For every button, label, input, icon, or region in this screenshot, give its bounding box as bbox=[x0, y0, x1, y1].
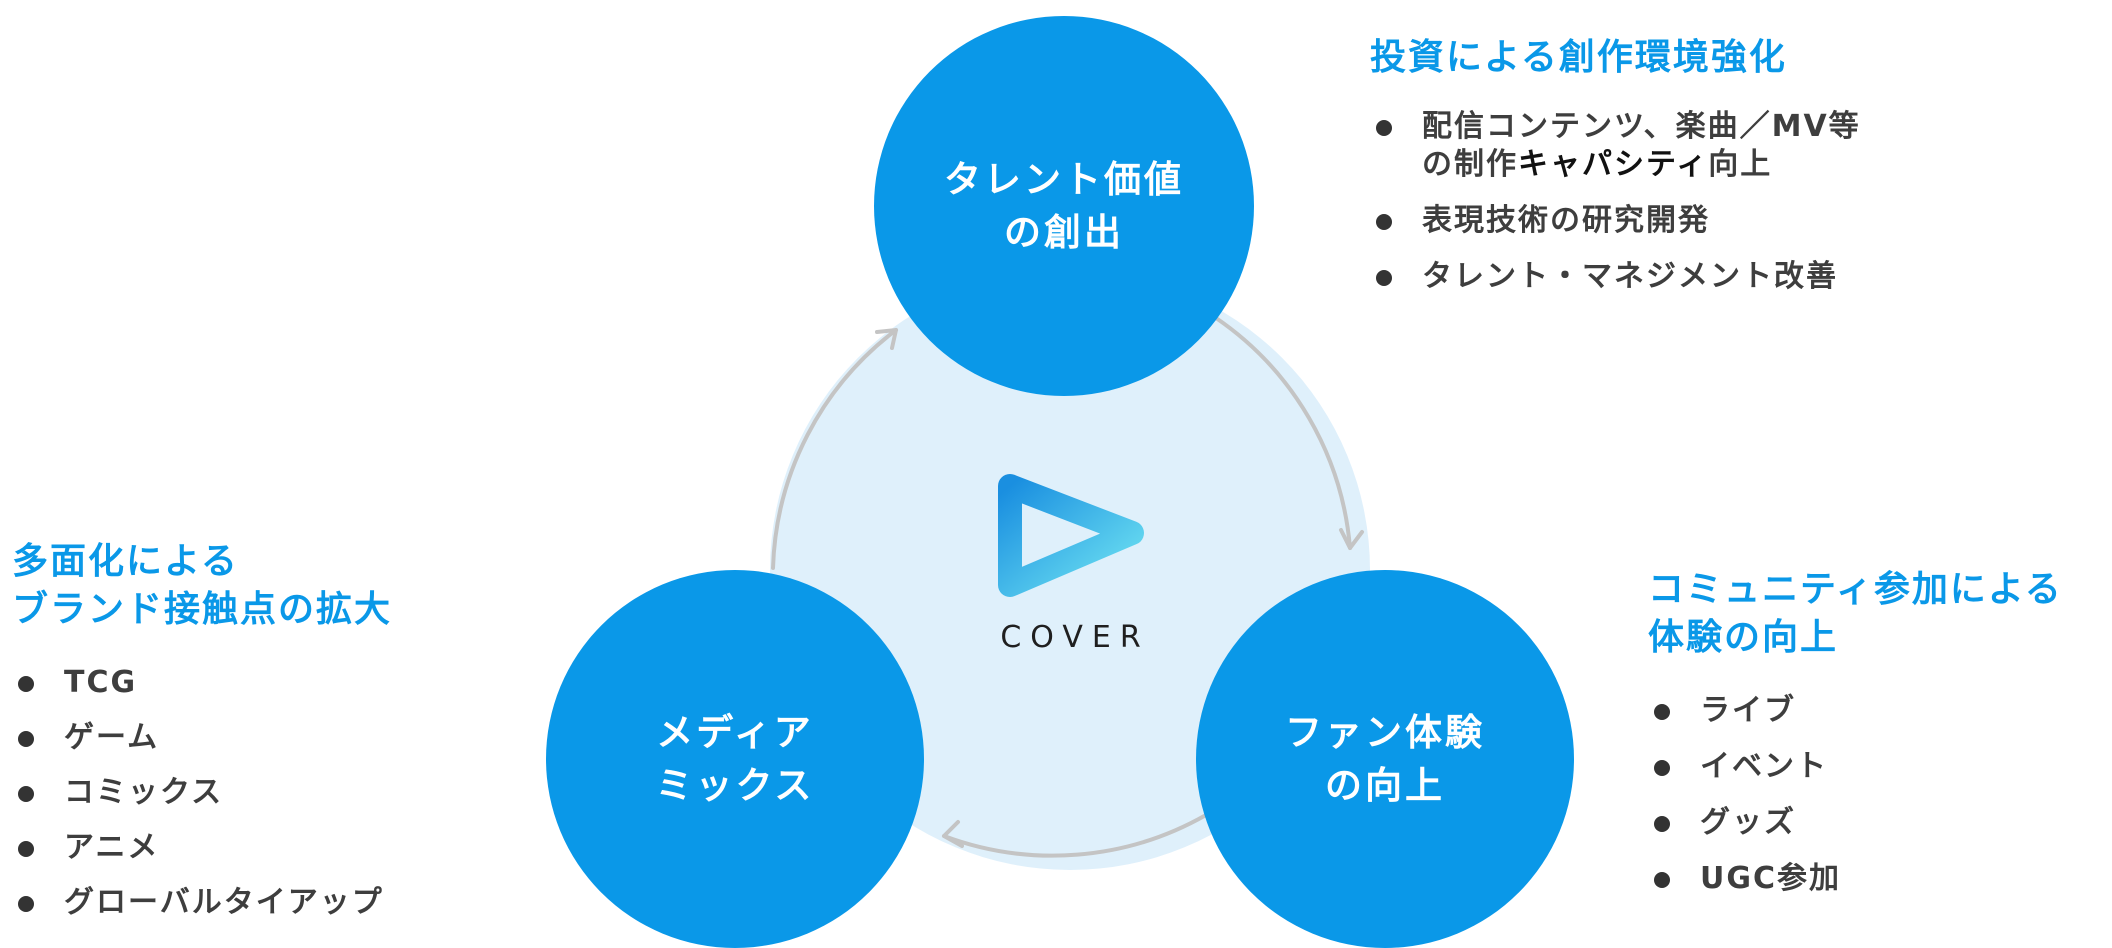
node-media-mix-line1: メディア bbox=[656, 711, 814, 754]
arrowhead-right-to-left bbox=[942, 820, 964, 848]
bullet-dot-icon bbox=[1376, 120, 1392, 136]
bullet-dot-icon bbox=[1654, 760, 1670, 776]
list-item: UGC参加 bbox=[1648, 860, 2063, 898]
bullet-dot-icon bbox=[1376, 214, 1392, 230]
list-item: 表現技術の研究開発 bbox=[1370, 202, 1861, 240]
bullet-dot-icon bbox=[18, 896, 34, 912]
node-talent-value-line1: タレント価値 bbox=[944, 158, 1184, 201]
bullet-dot-icon bbox=[18, 676, 34, 692]
list-item: 配信コンテンツ、楽曲／MV等 の制作キャパシティ向上 bbox=[1370, 108, 1861, 184]
group-investment-list: 配信コンテンツ、楽曲／MV等 の制作キャパシティ向上 表現技術の研究開発 タレン… bbox=[1370, 108, 1861, 296]
bullet-dot-icon bbox=[1376, 270, 1392, 286]
bullet-dot-icon bbox=[1654, 872, 1670, 888]
cover-logo-icon bbox=[998, 474, 1144, 597]
group-investment: 投資による創作環境強化 配信コンテンツ、楽曲／MV等 の制作キャパシティ向上 表… bbox=[1370, 34, 1861, 296]
arrowhead-left-to-top bbox=[875, 328, 898, 350]
bullet-dot-icon bbox=[18, 841, 34, 857]
list-item: ゲーム bbox=[12, 719, 392, 757]
list-item: グッズ bbox=[1648, 804, 2063, 842]
bullet-dot-icon bbox=[18, 731, 34, 747]
node-media-mix: メディア ミックス bbox=[546, 570, 924, 948]
bullet-dot-icon bbox=[18, 786, 34, 802]
list-item: アニメ bbox=[12, 829, 392, 867]
list-item: TCG bbox=[12, 664, 392, 702]
list-item: グローバルタイアップ bbox=[12, 884, 392, 922]
list-item: タレント・マネジメント改善 bbox=[1370, 258, 1861, 296]
cycle-arrow-left-to-top bbox=[771, 328, 898, 570]
list-item: ライブ bbox=[1648, 692, 2063, 730]
node-talent-value-line2: の創出 bbox=[1004, 211, 1124, 254]
group-investment-title: 投資による創作環境強化 bbox=[1370, 37, 1787, 78]
cover-logo-text: COVER bbox=[1000, 620, 1150, 655]
node-media-mix-line2: ミックス bbox=[655, 764, 815, 807]
node-fan-experience-line2: の向上 bbox=[1325, 764, 1445, 807]
arrowhead-top-to-right bbox=[1339, 528, 1364, 550]
group-community-list: ライブ イベント グッズ UGC参加 bbox=[1648, 692, 2063, 898]
node-fan-experience: ファン体験 の向上 bbox=[1196, 570, 1574, 948]
node-talent-value: タレント価値 の創出 bbox=[874, 16, 1254, 396]
group-brand-touchpoints-title: 多面化による ブランド接触点の拡大 bbox=[12, 541, 393, 630]
group-community: コミュニティ参加による 体験の向上 ライブ イベント グッズ UGC参加 bbox=[1648, 566, 2063, 898]
list-item: コミックス bbox=[12, 774, 392, 812]
cycle-arrow-top-to-right bbox=[1214, 316, 1352, 550]
bullet-dot-icon bbox=[1654, 816, 1670, 832]
group-brand-touchpoints-list: TCG ゲーム コミックス アニメ グローバルタイアップ bbox=[12, 664, 392, 922]
cycle-arrow-right-to-left bbox=[942, 813, 1208, 858]
node-fan-experience-line1: ファン体験 bbox=[1285, 711, 1485, 754]
group-brand-touchpoints: 多面化による ブランド接触点の拡大 TCG ゲーム コミックス アニメ グローバ… bbox=[12, 538, 392, 922]
list-item: イベント bbox=[1648, 748, 2063, 786]
group-community-title: コミュニティ参加による 体験の向上 bbox=[1648, 569, 2063, 658]
bullet-dot-icon bbox=[1654, 704, 1670, 720]
